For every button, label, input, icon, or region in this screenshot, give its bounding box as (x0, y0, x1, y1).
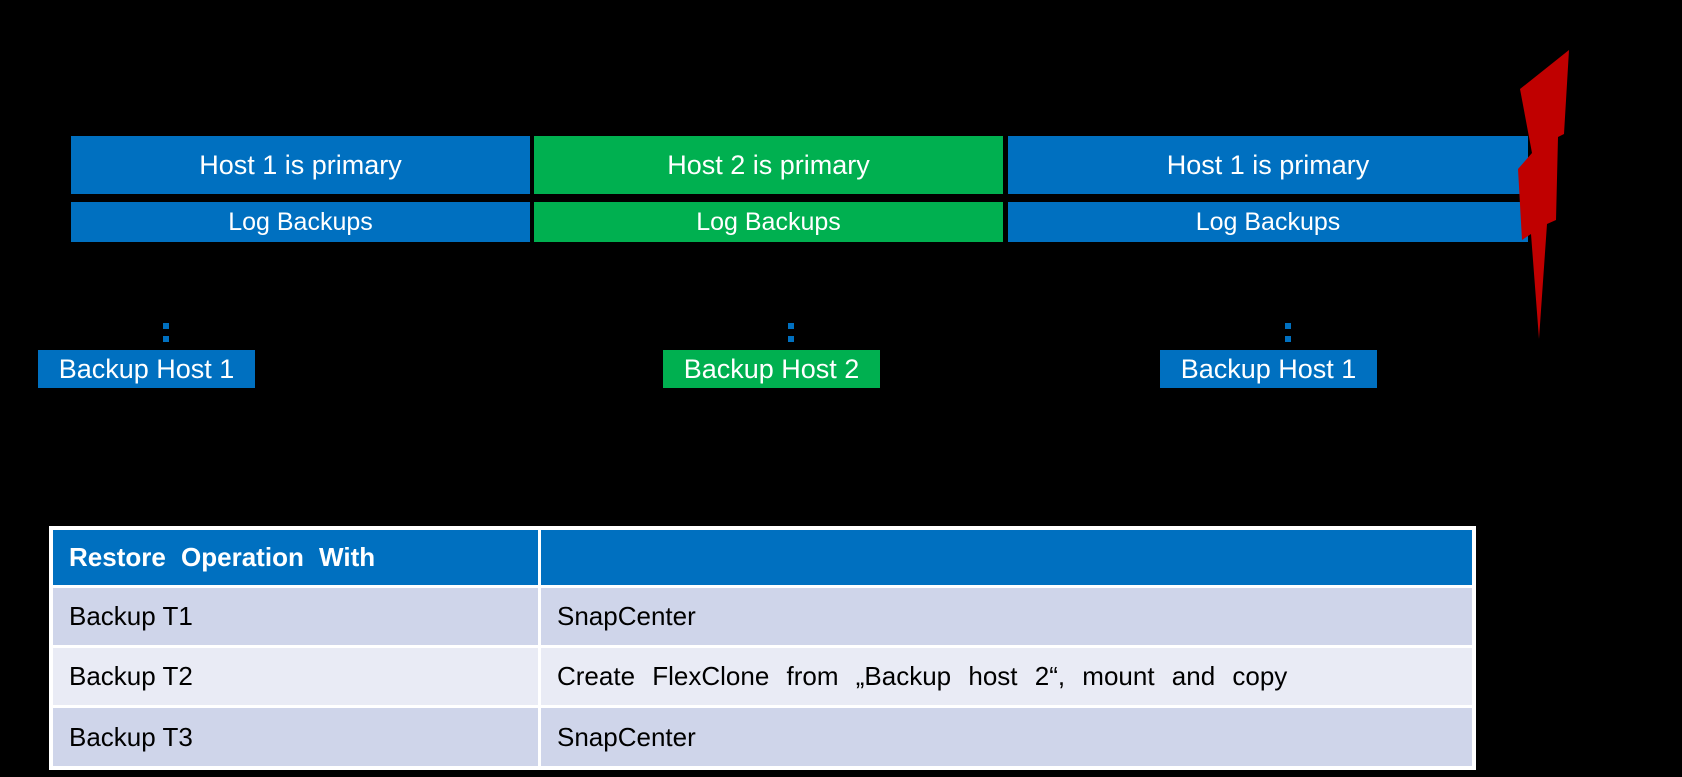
timeline-bar-log-backups-3: Log Backups (1008, 202, 1528, 242)
timeline-bar-host1-primary-t1: Host 1 is primary (71, 136, 530, 194)
backup-host-text: Backup Host 1 (58, 353, 235, 384)
timeline-bar-label: Host 1 is primary (199, 149, 402, 180)
table-header-tool (541, 530, 1472, 585)
table-header-text: Restore Operation With (69, 542, 376, 572)
table-cell-text: SnapCenter (557, 721, 696, 752)
timeline-bar-log-backups-1: Log Backups (71, 202, 530, 242)
table-header-operation: Restore Operation With (53, 530, 538, 585)
table-cell-text: Create FlexClone from „Backup host 2“, m… (557, 661, 1288, 691)
table-cell-text: Backup T2 (69, 661, 193, 691)
backup-host-text: Backup Host 2 (683, 353, 860, 384)
backup-host-label-3: Backup Host 1 (1160, 350, 1377, 388)
table-row-cell: Backup T3 (53, 708, 538, 766)
table-cell-text: Backup T3 (69, 721, 193, 752)
table-row-cell: Backup T2 (53, 648, 538, 705)
dotted-connector-icon (1285, 323, 1291, 349)
table-cell-text: Backup T1 (69, 601, 193, 631)
backup-host-label-1: Backup Host 1 (38, 350, 255, 388)
table-row-cell: SnapCenter (541, 708, 1472, 766)
restore-operations-table: Restore Operation With Backup T1 SnapCen… (49, 526, 1476, 770)
timeline-bar-label: Host 2 is primary (667, 149, 870, 180)
backup-host-label-2: Backup Host 2 (663, 350, 880, 388)
timeline-bar-label: Log Backups (1195, 207, 1341, 236)
timeline-bar-host2-primary: Host 2 is primary (534, 136, 1003, 194)
table-row-cell: SnapCenter (541, 588, 1472, 645)
dotted-connector-icon (163, 323, 169, 349)
table-row-cell: Create FlexClone from „Backup host 2“, m… (541, 648, 1472, 705)
lightning-bolt-icon (1518, 50, 1569, 339)
table-cell-text: SnapCenter (557, 601, 696, 631)
timeline-bar-log-backups-2: Log Backups (534, 202, 1003, 242)
table-row-cell: Backup T1 (53, 588, 538, 645)
timeline-bar-label: Log Backups (228, 207, 373, 236)
timeline-bar-host1-primary-t3: Host 1 is primary (1008, 136, 1528, 194)
dotted-connector-icon (788, 323, 794, 349)
timeline-bar-label: Log Backups (696, 207, 841, 236)
backup-host-text: Backup Host 1 (1180, 353, 1357, 384)
timeline-bar-label: Host 1 is primary (1166, 149, 1370, 180)
